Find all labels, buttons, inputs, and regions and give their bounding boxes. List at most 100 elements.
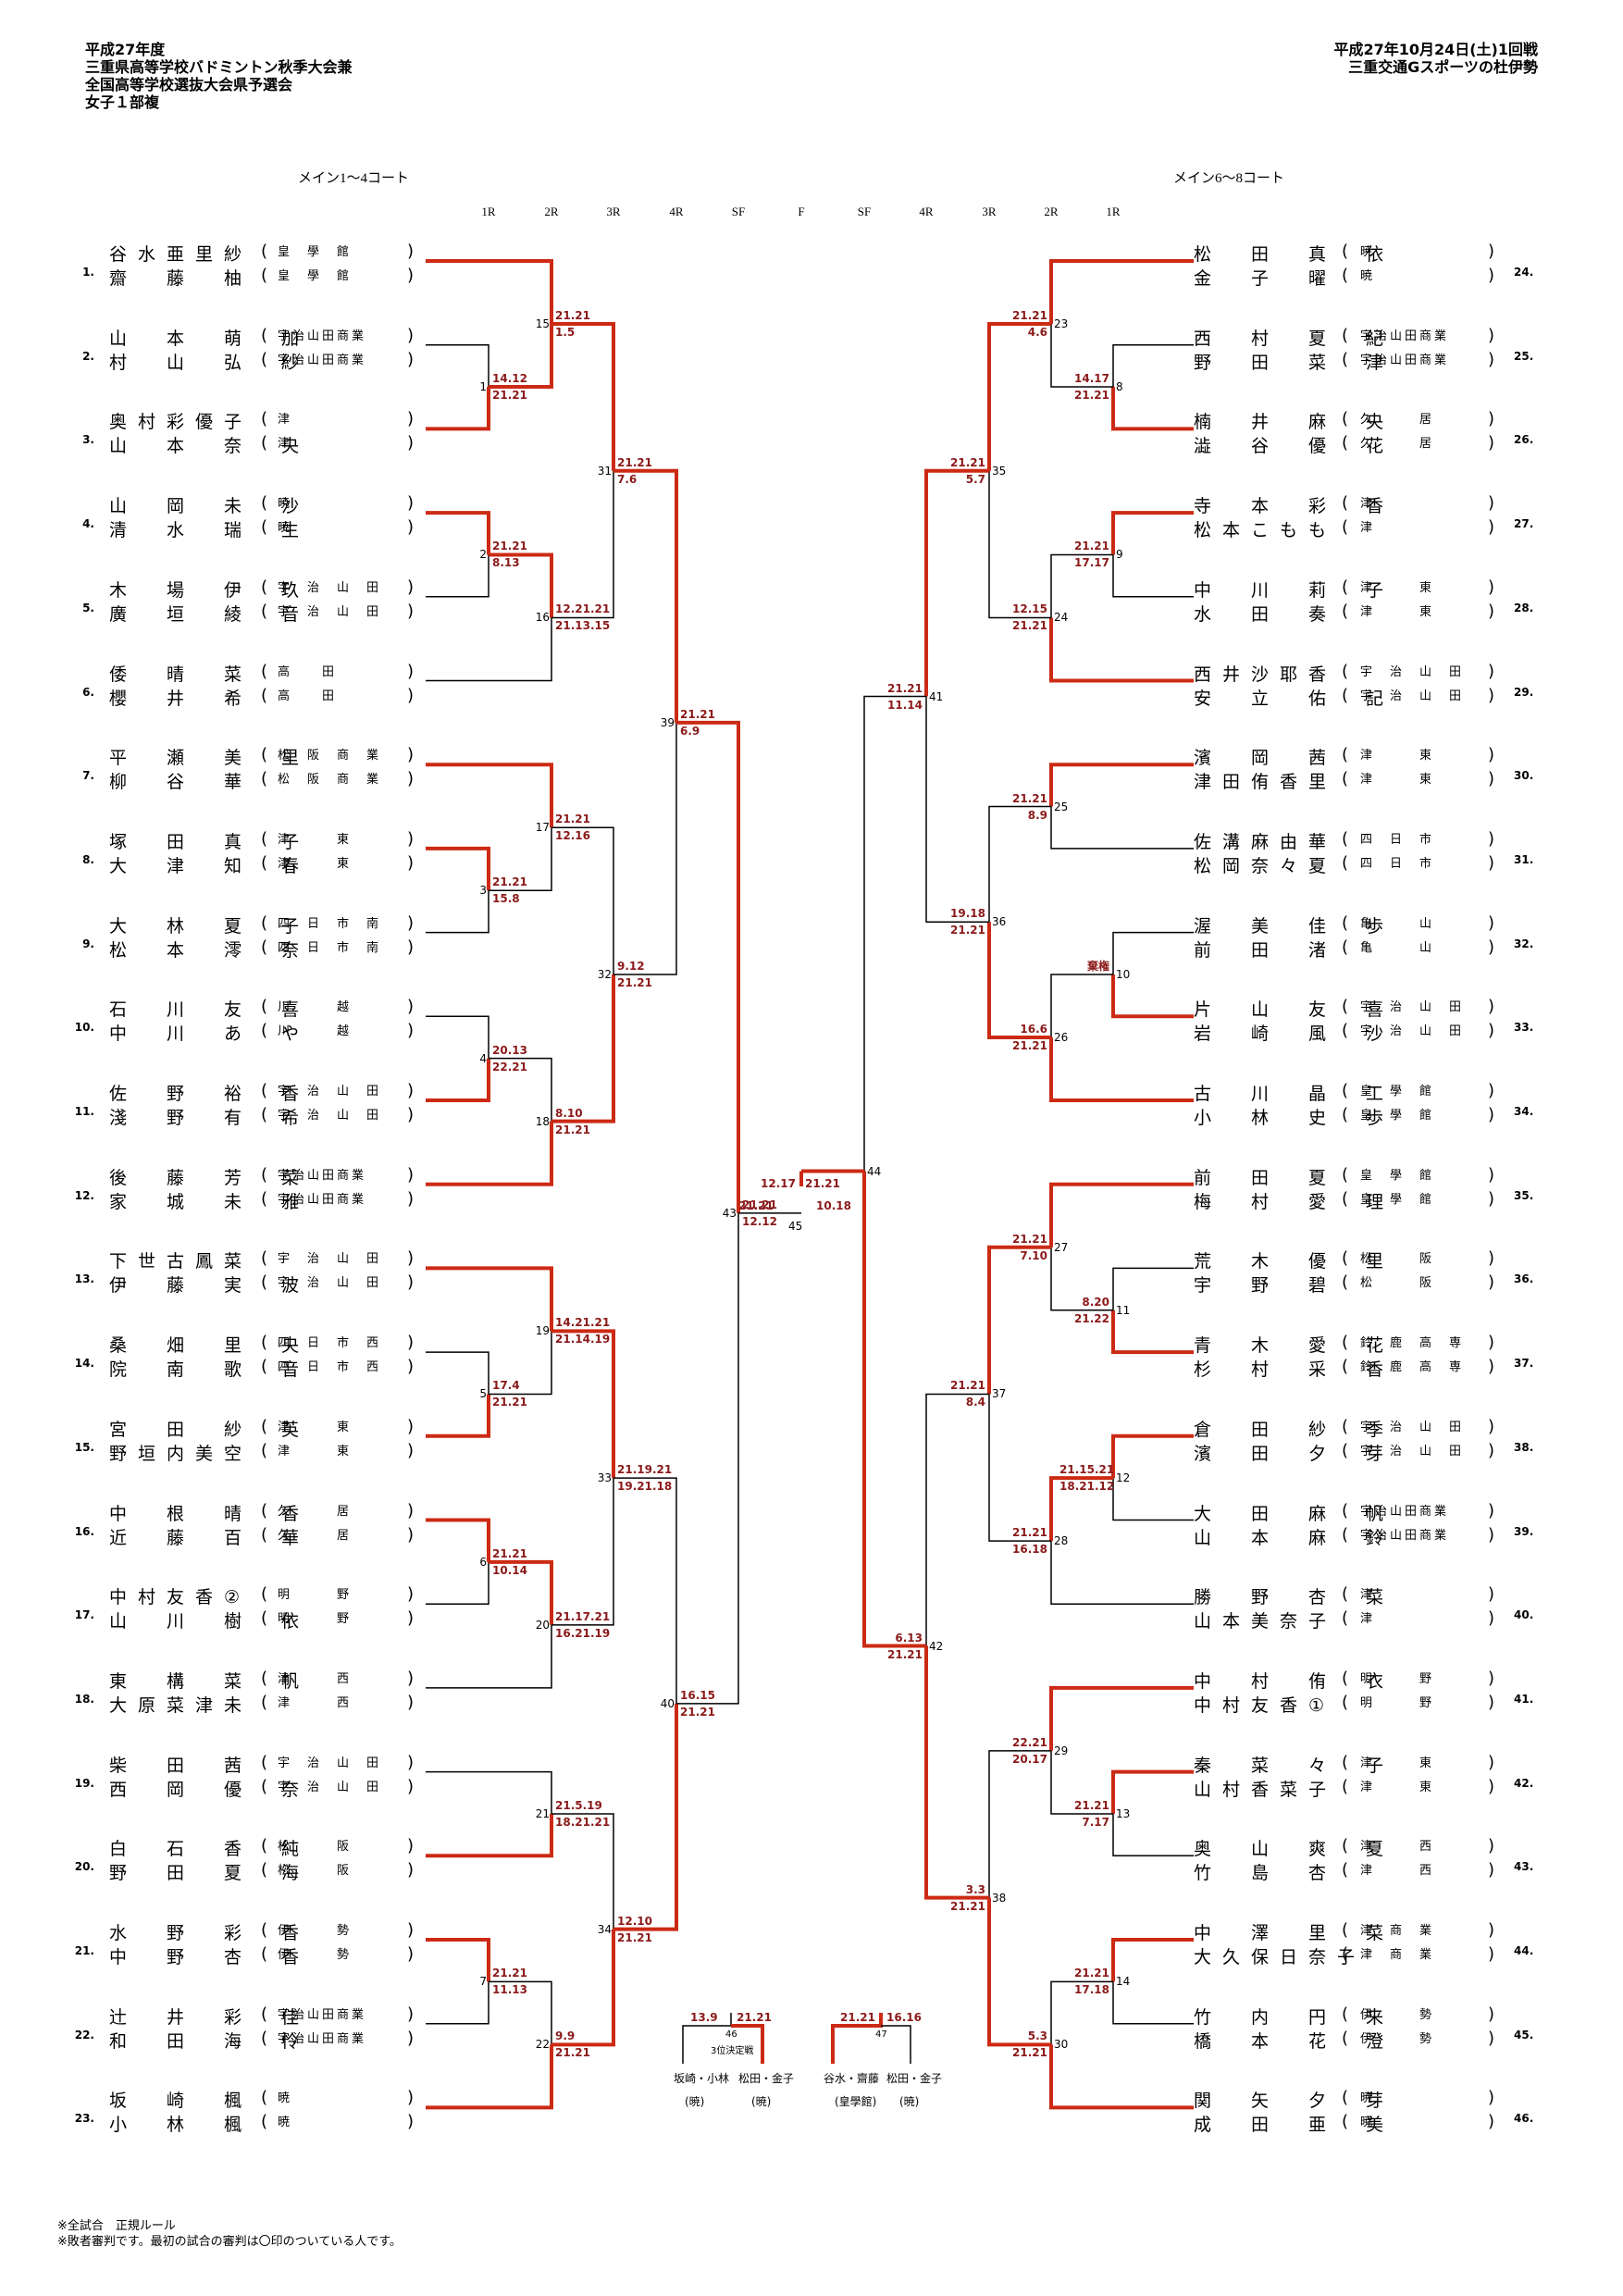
paren: )	[1488, 1188, 1505, 1209]
pair-number: 25.	[1514, 349, 1534, 363]
paren: )	[407, 1944, 424, 1964]
paren: (	[261, 1357, 278, 1377]
school-name: 津 東	[1360, 580, 1435, 595]
paren: (	[1342, 1416, 1358, 1436]
paren: )	[1488, 577, 1505, 597]
match-score: 21.21	[617, 975, 652, 989]
player-name: 西 岡 優 奈	[109, 1779, 311, 1800]
player-name: 宮 田 紗 英	[109, 1419, 311, 1440]
paren: (	[1342, 661, 1358, 681]
paren: (	[261, 2004, 278, 2024]
paren: (	[1342, 1692, 1358, 1712]
pair-number: 32.	[1514, 937, 1534, 950]
paren: (	[1342, 1188, 1358, 1209]
pair-number: 15.	[74, 1440, 94, 1454]
player-name: 古 川 晶 工	[1194, 1084, 1395, 1104]
paren: (	[261, 1416, 278, 1436]
bracket-line	[426, 890, 489, 934]
bracket-line	[489, 1331, 552, 1396]
match-number: 21	[535, 1806, 550, 1820]
match-number: 42	[929, 1639, 944, 1653]
player-name: 平 瀬 美 里	[109, 748, 311, 769]
school-name: 宇 治 山 田	[1360, 689, 1465, 703]
bracket-line	[1049, 1685, 1194, 1751]
school-name: 津 東	[278, 1420, 353, 1434]
school-name: 明 野	[1360, 1695, 1435, 1710]
paren: (	[1342, 349, 1358, 369]
round-label: 1R	[1106, 205, 1121, 218]
bracket-line	[1050, 1750, 1113, 1815]
match-number: 44	[867, 1164, 882, 1178]
school-name: 宇 治 山 田	[278, 1276, 382, 1291]
player-name: 梅 村 愛 理	[1194, 1191, 1395, 1212]
pair-number: 35.	[1514, 1188, 1534, 1202]
bracket-line	[1111, 1433, 1194, 1479]
pair-number: 40.	[1514, 1608, 1534, 1622]
paren: (	[261, 601, 278, 621]
paren: )	[407, 1440, 424, 1460]
paren: (	[1342, 1081, 1358, 1100]
paren: (	[261, 493, 278, 514]
round-label: 3R	[982, 205, 997, 218]
match-number: 39	[660, 715, 675, 729]
pair-number: 31.	[1514, 852, 1534, 866]
playoff-score: 21.21	[840, 2011, 875, 2024]
bracket-line	[426, 1813, 553, 1858]
bracket-line	[489, 1057, 552, 1122]
player-name: 石 川 友 喜	[109, 999, 311, 1021]
player-name: 中 野 杏 香	[109, 1947, 311, 1967]
bracket-line	[426, 1351, 489, 1395]
match-score: 21.21	[555, 309, 590, 323]
player-name: 下世古鳳菜	[109, 1251, 254, 1272]
player-name: 濱 岡 茜	[1194, 748, 1338, 769]
match-score: 21.21	[950, 455, 985, 469]
match-score: 12.17	[761, 1177, 796, 1190]
player-name: 大 田 麻 帆	[1194, 1503, 1395, 1524]
paren: (	[261, 769, 278, 789]
paren: (	[261, 2028, 278, 2048]
bracket-line	[1049, 1476, 1113, 1542]
paren: )	[407, 2004, 424, 2024]
bracket-line	[988, 1394, 1051, 1542]
paren: )	[1488, 912, 1505, 933]
bracket-line	[1050, 806, 1194, 850]
player-name: 廣 垣 綾 音	[109, 603, 311, 625]
paren: )	[407, 685, 424, 705]
match-score: 20.17	[1012, 1752, 1047, 1766]
school-name: 皇 學 館	[1360, 1085, 1435, 1098]
pair-number: 42.	[1514, 1776, 1534, 1790]
paren: (	[261, 1860, 278, 1880]
match-score: 21.21	[738, 1199, 774, 1212]
school-name: 松 阪 商 業	[278, 773, 382, 788]
match-score: 21.21	[1012, 309, 1047, 323]
match-score: 15.8	[492, 892, 520, 906]
paren: )	[407, 1416, 424, 1436]
player-name: 大 津 知 春	[109, 855, 311, 876]
paren: (	[1342, 1836, 1358, 1856]
school-name: 津 東	[278, 832, 353, 847]
paren: (	[1342, 1608, 1358, 1629]
school-name: 皇 學 館	[1360, 1192, 1435, 1207]
player-name: 杉 村 采 香	[1194, 1359, 1395, 1381]
round-label: 1R	[481, 205, 496, 218]
pair-number: 38.	[1514, 1440, 1534, 1454]
player-name: 中 根 晴 香	[109, 1503, 311, 1524]
match-score: 1.5	[555, 326, 576, 340]
player-name: 水 野 彩 香	[109, 1923, 311, 1943]
school-name: 宇 治 山 田	[278, 1252, 382, 1267]
player-name: 小 林 楓	[109, 2115, 254, 2136]
match-number: 45	[788, 1220, 803, 1233]
player-name: 東 構 菜 帆	[109, 1670, 311, 1692]
match-score: 21.21	[555, 813, 590, 826]
player-name: 濱 田 夕 芽	[1194, 1443, 1395, 1464]
paren: (	[261, 937, 278, 957]
paren: )	[1488, 1164, 1505, 1185]
match-score: 7.10	[1020, 1248, 1047, 1262]
paren: (	[261, 661, 278, 681]
match-number: 25	[1054, 800, 1069, 813]
paren: (	[1342, 1776, 1358, 1796]
match-score: 21.13.15	[555, 619, 611, 633]
paren: (	[261, 409, 278, 429]
school-name: 宇治山田商業	[278, 329, 367, 343]
bracket-line	[924, 468, 989, 697]
